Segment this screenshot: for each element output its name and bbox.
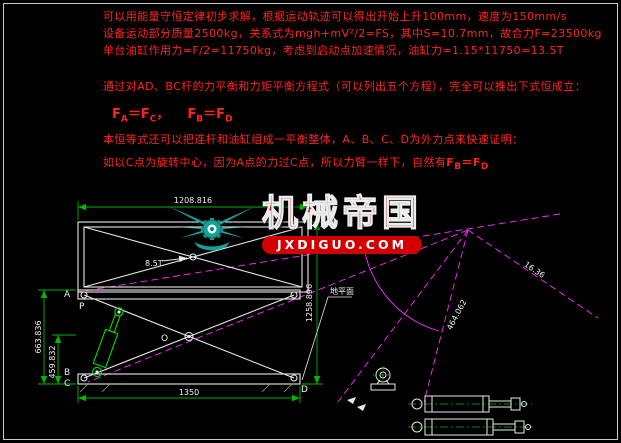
symbol-arrow-2 <box>357 404 366 411</box>
hydraulic-cylinder <box>91 307 124 378</box>
dim-angle: 16.36 <box>522 260 546 280</box>
cylinder-upper-pin <box>117 310 121 314</box>
watermark-text-block: 机械帝国 JXDIGUO.COM <box>261 193 423 254</box>
cylinder-detail-2 <box>411 418 531 436</box>
annotation-formula: FA＝FC，FB＝FD <box>112 107 233 125</box>
annotation-line-1: 可以用能量守恒定律初步求解，根据运动轨迹可以得出开始上升100mm，速度为150… <box>103 10 567 23</box>
annotation-line-2: 设备运动部分质量2500kg，关系式为mgh+mV²/2=FS，其中S=10.7… <box>103 27 602 40</box>
drawing-border-frame <box>3 3 618 440</box>
dimension-base-width <box>77 386 301 403</box>
scissor-side-view <box>77 289 301 385</box>
dim-radius: 464.062 <box>445 298 468 331</box>
dim-top-width-value: 1208.816 <box>174 196 212 205</box>
annotation-line-3: 单台油缸作用力=F/2=11750kg，考虑到启动点加速情况，油缸力=1.15*… <box>103 44 564 57</box>
annotation-line-6: 本恒等式还可以把连杆和油缸组成一平衡整体，A、B、C、D为外力点来快速证明： <box>103 133 524 146</box>
point-label-p: P <box>79 302 85 312</box>
angle-arc <box>363 246 440 332</box>
watermark: 机械帝国 JXDIGUO.COM <box>166 193 423 254</box>
point-label-b: B <box>64 368 70 378</box>
dimension-left-chain <box>38 289 76 385</box>
dim-left-lower-value: 459.832 <box>48 345 57 378</box>
ground-plane-label: 地平面 <box>330 286 354 296</box>
point-label-d: D <box>301 385 308 395</box>
dimension-top-width <box>77 201 309 220</box>
dim-base-width-value: 1350 <box>179 388 199 397</box>
watermark-brand: 机械帝国 <box>261 193 423 234</box>
cylinder-detail-1 <box>411 395 527 413</box>
wings-gear-logo-icon <box>168 206 256 251</box>
bracket-detail <box>370 367 396 391</box>
annotation-line-4: 通过对AD、BC杆的力平衡和力矩平衡方程式（可以列出五个方程），完全可以推出下式… <box>103 80 587 93</box>
ground-hatch <box>79 383 293 393</box>
load-leader-arrow <box>161 255 188 263</box>
annotation-line-7: 如以C点为旋转中心，因为A点的力过C点，所以力臂一样下，自然有FB＝FD <box>103 156 489 173</box>
gear-icon <box>201 218 223 240</box>
ground-plane-leader <box>301 296 352 381</box>
watermark-domain: JXDIGUO.COM <box>262 236 423 254</box>
dim-left-upper-value: 663.836 <box>34 320 43 353</box>
inline-formula: FB＝FD <box>446 156 489 173</box>
symbol-arrow-1 <box>347 397 356 404</box>
point-label-c: C <box>64 379 70 389</box>
point-label-a: A <box>64 290 71 300</box>
load-label: 8.5T <box>145 259 163 268</box>
dim-right-height-value: 1258.896 <box>305 284 314 322</box>
formula-part: F <box>187 107 197 122</box>
point-label-o: O <box>161 334 168 344</box>
cylinder-lower-pin <box>95 370 99 374</box>
bracket-centerlines <box>373 366 393 383</box>
formula-part: F <box>112 107 121 122</box>
